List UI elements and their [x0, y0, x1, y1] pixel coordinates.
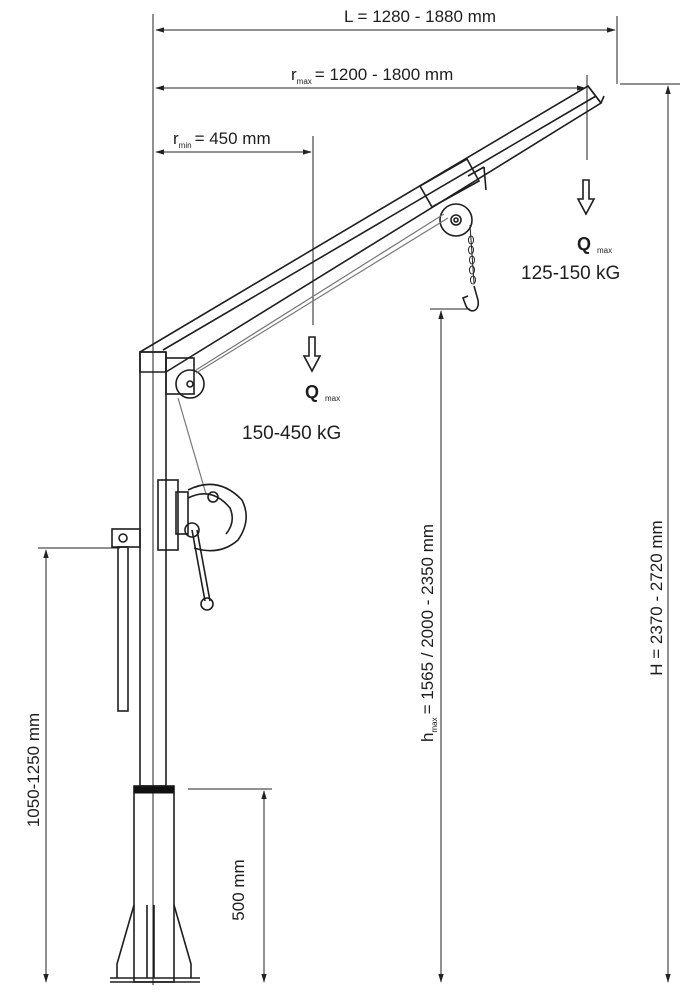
crane-base: [110, 785, 200, 983]
dimension-H: H = 2370 - 2720 mm: [647, 85, 671, 983]
label-base-height: 500 mm: [229, 859, 248, 920]
ropes: [177, 213, 449, 495]
dimension-h-max: hmax= 1565 / 2000 - 2350 mm: [418, 310, 444, 983]
label-support-height: 1050-1250 mm: [24, 713, 43, 827]
label-h-max: hmax= 1565 / 2000 - 2350 mm: [418, 524, 439, 742]
dimension-support-height: 1050-1250 mm: [24, 549, 49, 983]
winch: [157, 479, 247, 611]
label-H: H = 2370 - 2720 mm: [647, 520, 666, 675]
hook-chain: [461, 224, 480, 312]
extension-lines: [38, 14, 680, 985]
trolley: [418, 157, 487, 237]
dimension-r-max: rmax= 1200 - 1800 mm: [155, 65, 586, 91]
label-L: L = 1280 - 1880 mm: [344, 7, 496, 26]
label-r-min: rmin= 450 mm: [173, 129, 271, 150]
dimension-L: L = 1280 - 1880 mm: [155, 7, 616, 33]
top-pulley: [165, 357, 205, 399]
crane-boom: [139, 84, 605, 373]
value-q-max-outer: 125-150 kG: [521, 263, 620, 284]
dimension-r-min: rmin= 450 mm: [155, 129, 312, 155]
value-q-max-inner: 150-450 kG: [242, 423, 341, 444]
side-support: [111, 528, 141, 712]
label-r-max: rmax= 1200 - 1800 mm: [291, 65, 453, 86]
dimension-base-height: 500 mm: [229, 790, 267, 983]
